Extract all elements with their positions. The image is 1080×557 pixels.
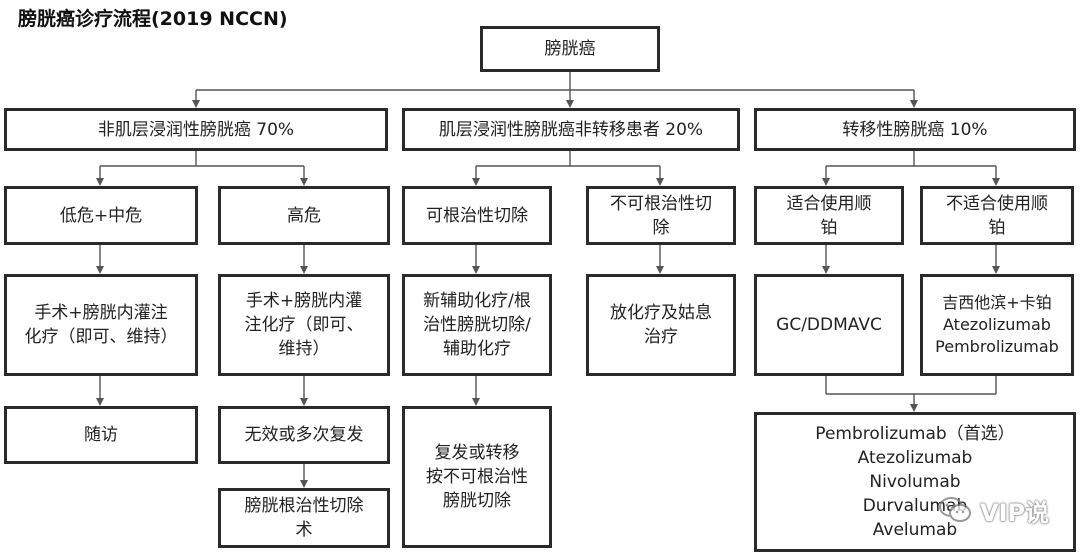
diagram-title: 膀胱癌诊疗流程(2019 NCCN) [18, 8, 288, 30]
node-cisplatin-unfit: 不适合使用顺 铂 [920, 186, 1074, 245]
node-high-risk: 高危 [218, 186, 390, 245]
node-mibc: 肌层浸润性膀胱癌非转移患者 20% [402, 108, 740, 151]
node-cisplatin-unfit-treatment: 吉西他滨+卡铂 Atezolizumab Pembrolizumab [920, 274, 1074, 376]
node-resectable-treatment: 新辅助化疗/根 治性膀胱切除/ 辅助化疗 [402, 274, 552, 376]
wechat-chat-bubbles-icon [939, 497, 971, 522]
node-low-mid-treatment: 手术+膀胱内灌注 化疗（即可、维持） [4, 274, 198, 376]
node-unresectable: 不可根治性切 除 [586, 186, 736, 245]
node-cisplatin-fit: 适合使用顺 铂 [754, 186, 904, 245]
node-relapse-metastasis: 复发或转移 按不可根治性 膀胱切除 [402, 406, 552, 548]
node-high-risk-treatment: 手术+膀胱内灌 注化疗（即可、 维持） [218, 274, 390, 376]
node-followup: 随访 [4, 406, 198, 464]
node-resectable: 可根治性切除 [402, 186, 552, 245]
node-unresectable-treatment: 放化疗及姑息 治疗 [586, 274, 736, 376]
root-node-bladder-cancer: 膀胱癌 [480, 26, 660, 72]
node-cisplatin-fit-treatment: GC/DDMAVC [754, 274, 904, 376]
node-low-mid-risk: 低危+中危 [4, 186, 198, 245]
node-second-line-therapy: Pembrolizumab（首选） Atezolizumab Nivolumab… [754, 412, 1076, 552]
node-high-risk-failure: 无效或多次复发 [218, 406, 390, 464]
watermark: VIP说 [938, 492, 1068, 528]
watermark-text: VIP说 [980, 498, 1050, 527]
node-radical-cystectomy: 膀胱根治性切除 术 [218, 488, 390, 548]
node-nmibc: 非肌层浸润性膀胱癌 70% [4, 108, 388, 151]
node-metastatic: 转移性膀胱癌 10% [754, 108, 1076, 151]
